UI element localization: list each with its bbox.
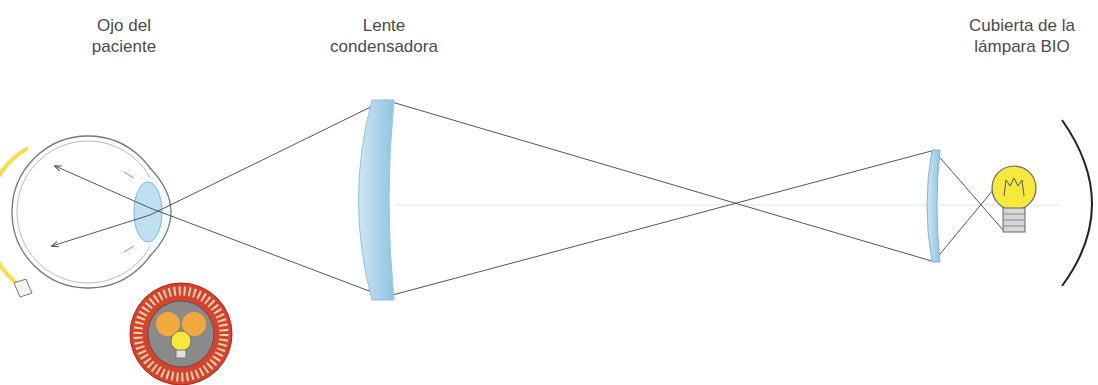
condenser-lens: [359, 100, 395, 300]
reflector: [1062, 120, 1092, 286]
bulb: [992, 166, 1036, 232]
fundus-inset: [130, 283, 232, 385]
part-label: Lente condensadora: [322, 15, 447, 57]
part-label: Cubierta de la lámpara BIO: [952, 15, 1092, 57]
light-rays: [52, 100, 1003, 297]
lamp-lens: [927, 150, 940, 262]
part-label: Ojo del paciente: [79, 15, 169, 57]
